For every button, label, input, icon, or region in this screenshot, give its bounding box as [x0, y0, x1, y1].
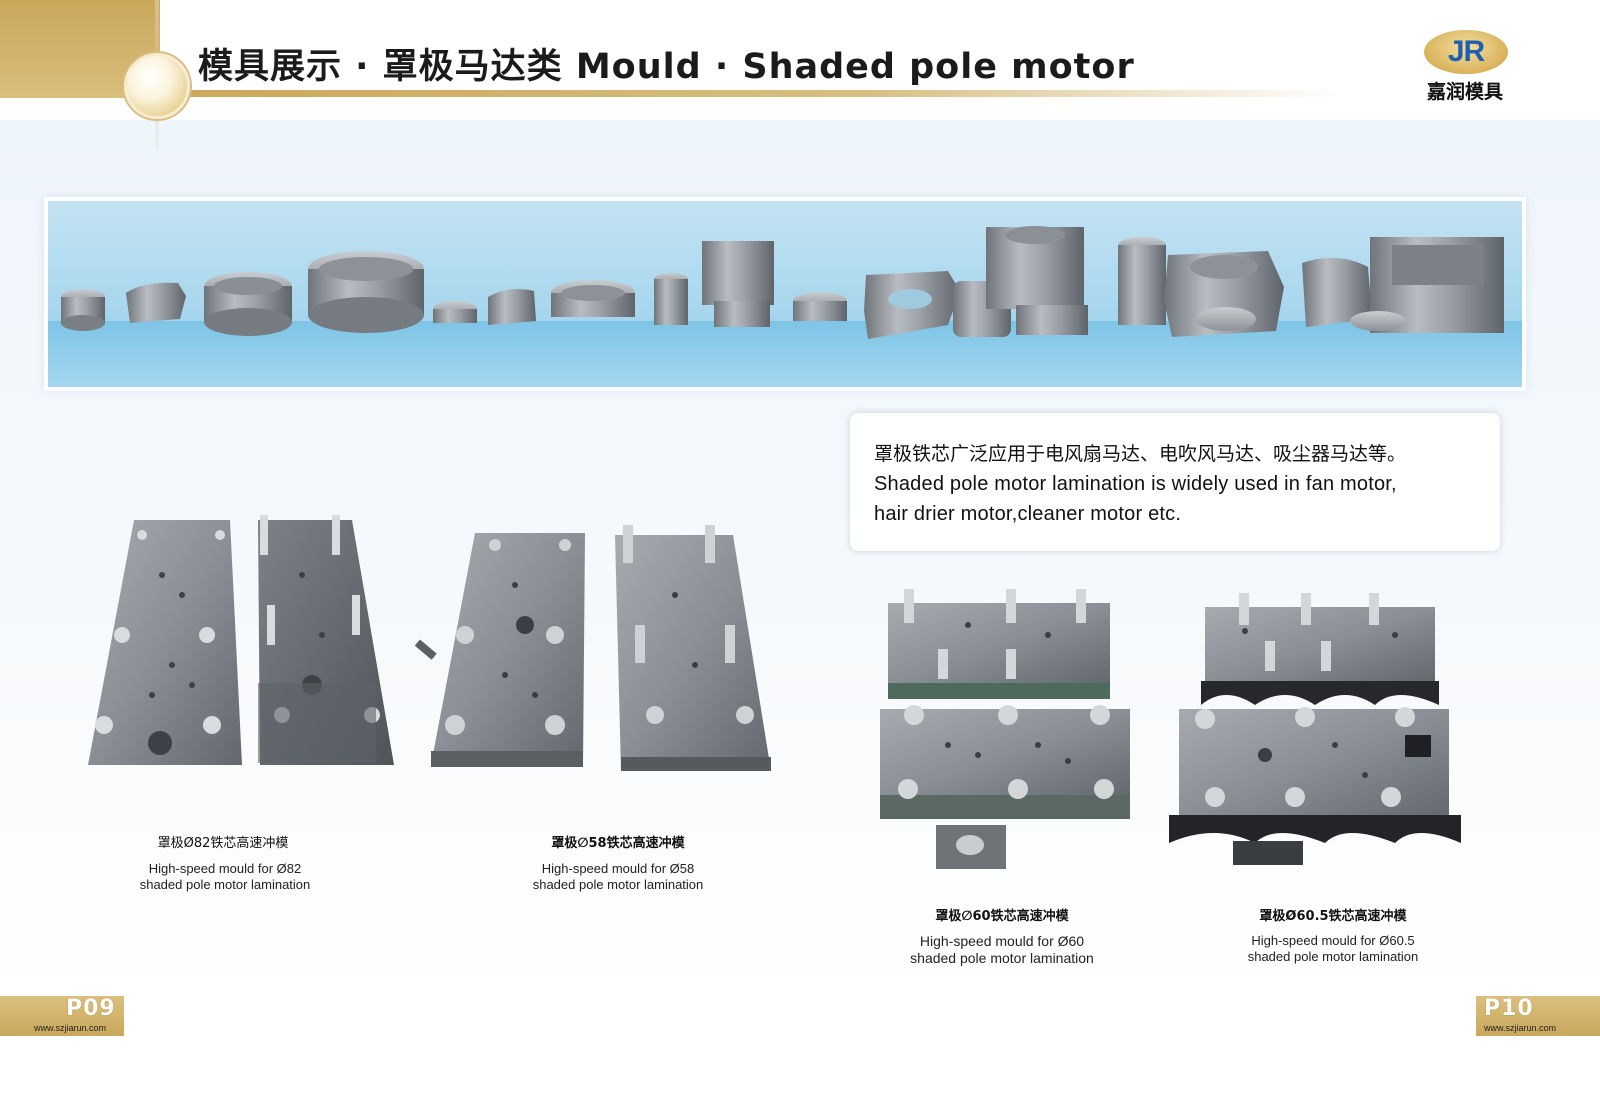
website-url-left: www.szjiarun.com: [34, 1023, 107, 1033]
website-url-right: www.szjiarun.com: [1484, 1023, 1557, 1033]
product-82-desc-line1: High-speed mould for Ø82: [148, 861, 302, 876]
product-82-title: 罩极Ø82铁芯高速冲模: [157, 836, 289, 851]
description-en-line1: Shaded pole motor lamination is widely u…: [874, 473, 1397, 495]
stator-core-lamination-parts-icon: [61, 226, 1504, 339]
page-tab-right: P10 www.szjiarun.com: [1476, 996, 1600, 1036]
product-58-desc-line2: shaded pole motor lamination: [532, 877, 704, 892]
page-title: 模具展示 · 罩极马达类 Mould · Shaded pole motor: [198, 47, 1135, 87]
die-photo-60-5-icon: [1169, 593, 1461, 865]
logo-oval: JR: [1424, 30, 1508, 74]
product-82-desc-line2: shaded pole motor lamination: [139, 877, 311, 892]
product-60-5-title: 罩极Ø60.5铁芯高速冲模: [1259, 909, 1407, 924]
product-60-desc-line2: shaded pole motor lamination: [910, 950, 1094, 966]
title-rule: [160, 90, 1340, 97]
logo-text: 嘉润模具: [1426, 81, 1503, 103]
page-number-left: P09: [66, 996, 116, 1021]
product-60-5-desc-line2: shaded pole motor lamination: [1247, 949, 1419, 964]
product-60-desc-line1: High-speed mould for Ø60: [919, 933, 1085, 949]
product-60-5-desc-line1: High-speed mould for Ø60.5: [1251, 933, 1415, 948]
lamination-banner: [48, 201, 1522, 387]
die-photo-60-icon: [880, 589, 1130, 869]
product-58-title: 罩极∅58铁芯高速冲模: [551, 836, 685, 851]
banner-reflection-floor: [48, 321, 1522, 387]
description-en-line2: hair drier motor,cleaner motor etc.: [874, 503, 1182, 525]
page-number-right: P10: [1484, 996, 1534, 1021]
page-tab-left: P09 www.szjiarun.com: [0, 996, 124, 1036]
description-cn: 罩极铁芯广泛应用于电风扇马达、电吹风马达、吸尘器马达等。: [874, 443, 1407, 465]
die-photo-58-icon: [415, 525, 771, 771]
logo-mark: JR: [1447, 35, 1485, 68]
product-58-desc-line1: High-speed mould for Ø58: [541, 861, 695, 876]
company-logo: JR 嘉润模具: [1410, 30, 1520, 104]
description-box: 罩极铁芯广泛应用于电风扇马达、电吹风马达、吸尘器马达等。 Shaded pole…: [850, 413, 1500, 551]
product-60-title: 罩极∅60铁芯高速冲模: [935, 909, 1069, 924]
decor-orb: [124, 53, 190, 119]
page-header: 模具展示 · 罩极马达类 Mould · Shaded pole motor J…: [0, 0, 1600, 160]
die-photo-82-icon: [88, 515, 394, 765]
